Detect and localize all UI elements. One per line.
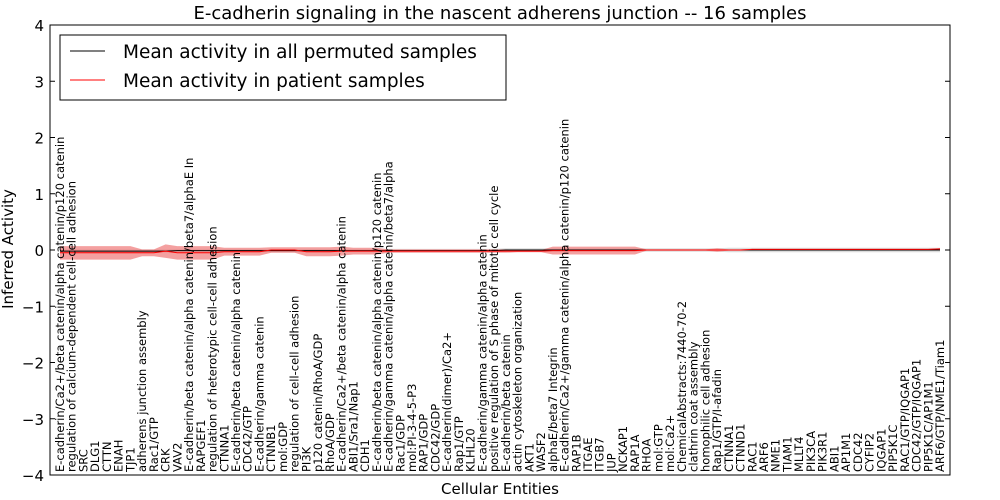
- x-tick-label: adherens junction assembly: [135, 310, 149, 472]
- series-lines: [60, 248, 941, 254]
- x-tick-labels: E-cadherin/Ca2+/beta catenin/alpha caten…: [53, 119, 947, 473]
- x-tick-label: CTTN: [100, 442, 114, 472]
- x-tick-label: E-cadherin/beta catenin/alpha catenin/p1…: [370, 173, 384, 473]
- y-axis-label: Inferred Activity: [0, 189, 17, 309]
- x-tick-label: Rac1/GTP: [147, 417, 161, 472]
- x-tick-label: Rac1/GDP: [393, 415, 407, 472]
- patient-line: [60, 248, 941, 254]
- x-tick-label: RAP1/GDP: [417, 414, 431, 472]
- x-tick-label: PI3K: [299, 446, 313, 472]
- x-tick-label: E-cadherin(dimer)/Ca2+: [440, 332, 454, 472]
- legend: Mean activity in all permuted samples Me…: [59, 34, 507, 101]
- y-tick-label: −3: [22, 411, 44, 429]
- x-tick-label: WASF2: [534, 432, 548, 472]
- x-tick-label: ABI1: [827, 446, 841, 472]
- x-tick-label: ARF6/GTP/NME1/Tiam1: [933, 340, 947, 472]
- x-tick-label: CRK: [159, 448, 173, 472]
- x-tick-label: CTNNA1: [722, 425, 736, 472]
- x-tick-label: regulation of cell-cell adhesion: [288, 296, 302, 472]
- x-tick-label: E-cadherin/beta catenin/alpha catenin/be…: [182, 158, 196, 472]
- x-tick-label: ChemicalAbstracts:7440-70-2: [675, 301, 689, 472]
- y-tick-label: 2: [34, 130, 44, 148]
- x-tick-label: E-cadherin/gamma catenin/alpha catenin/b…: [382, 161, 396, 472]
- plot-frame: [49, 24, 951, 476]
- x-tick-label: CDC42/GTP/IQGAP1: [910, 359, 924, 472]
- x-tick-label: VAV2: [170, 443, 184, 472]
- x-tick-label: Rap1/GTP/I-afadin: [710, 369, 724, 472]
- x-tick-label: MLLT4: [792, 437, 806, 473]
- x-tick-label: RAP1A: [628, 434, 642, 472]
- x-tick-label: alphaE/beta7 Integrin: [546, 347, 560, 472]
- x-tick-label: E-cadherin/gamma catenin/alpha catenin: [475, 234, 489, 472]
- permuted-line: [60, 249, 940, 252]
- x-tick-label: E-cadherin/Ca2+/gamma catenin/alpha cate…: [558, 119, 572, 472]
- x-tick-label: JUP: [605, 453, 619, 473]
- x-tick-label: CYFIP2: [863, 433, 877, 472]
- x-tick-label: E-cadherin/Ca2+/beta catenin/alpha caten…: [53, 137, 67, 472]
- y-tick-label: −1: [22, 298, 44, 316]
- x-axis-label: Cellular Entities: [441, 480, 559, 498]
- x-tick-label: clathrin coat assembly: [687, 341, 701, 472]
- x-tick-label: mol:GTP: [651, 424, 665, 472]
- legend-box: [59, 34, 507, 101]
- x-tick-label: actin cytoskeleton organization: [511, 292, 525, 472]
- x-tick-label: PIP5K1C/AP1M1: [921, 381, 935, 472]
- x-tick-label: E-cadherin/beta catenin/alpha catenin: [229, 252, 243, 472]
- x-tick-label: p120 catenin/RhoA/GDP: [311, 334, 325, 472]
- y-tick-label: 0: [34, 242, 44, 260]
- x-tick-label: AKT1: [522, 443, 536, 472]
- x-tick-label: RAC1/GTP/IQGAP1: [898, 368, 912, 472]
- x-tick-label: ITGAE: [581, 438, 595, 472]
- y-tick-label: 1: [34, 186, 44, 204]
- legend-label-patient: Mean activity in patient samples: [123, 71, 425, 92]
- x-tick-label: ABI1/Sra1/Nap1: [346, 381, 360, 472]
- x-tick-label: TIAM1: [781, 436, 795, 473]
- x-tick-label: positive regulation of S phase of mitoti…: [487, 186, 501, 472]
- x-tick-label: TJP1: [123, 447, 137, 473]
- patient-band: [60, 244, 940, 260]
- x-tick-label: CDC42: [851, 432, 865, 472]
- x-tick-label: CDH1: [358, 439, 372, 472]
- x-tick-label: RhoA/GDP: [323, 413, 337, 472]
- x-tick-label: CDC42/GTP: [241, 406, 255, 472]
- x-tick-label: ARF6: [757, 442, 771, 472]
- x-tick-label: E-cadherin/gamma catenin: [253, 316, 267, 472]
- x-tick-label: E-cadherin/Ca2+/beta catenin/alpha caten…: [335, 216, 349, 472]
- x-tick-label: mol:Ca2+: [663, 415, 677, 472]
- x-tick-label: AP1M1: [839, 433, 853, 472]
- x-tick-label: KLHL20: [464, 428, 478, 472]
- x-tick-label: RHOA: [640, 439, 654, 472]
- x-tick-label: PIP5K1C: [886, 425, 900, 472]
- x-tick-label: homophilic cell adhesion: [698, 330, 712, 472]
- x-tick-label: ITGB7: [593, 437, 607, 472]
- x-tick-label: CTNND1: [734, 424, 748, 472]
- x-tick-label: mol:GDP: [276, 422, 290, 472]
- x-tick-label: RAPGEF1: [194, 420, 208, 472]
- x-tick-label: mol:PI-3-4-5-P3: [405, 384, 419, 472]
- x-tick-label: DLG1: [88, 441, 102, 473]
- x-tick-label: CTNNA1: [217, 425, 231, 472]
- x-tick-label: NCKAP1: [616, 426, 630, 472]
- y-tick-label: 3: [34, 73, 44, 91]
- x-tick-label: regulation of heterotypic cell-cell adhe…: [206, 226, 220, 472]
- x-tick-label: PIK3CA: [804, 431, 818, 472]
- x-tick-label: RAC1: [745, 441, 759, 472]
- legend-label-permuted: Mean activity in all permuted samples: [123, 42, 477, 63]
- x-tick-label: regulation of calcium-dependent cell-cel…: [65, 181, 79, 472]
- x-tick-label: PIK3R1: [816, 432, 830, 473]
- x-tick-label: RAP1B: [569, 434, 583, 472]
- x-tick-label: ENAH: [112, 440, 126, 472]
- y-tick-label: −4: [22, 467, 44, 485]
- x-tick-label: SRC: [77, 449, 91, 472]
- x-tick-label: CDC42/GDP: [429, 404, 443, 472]
- y-tick-label: −2: [22, 355, 44, 373]
- x-tick-label: NME1: [769, 439, 783, 472]
- x-tick-label: IQGAP1: [874, 429, 888, 472]
- x-tick-label: E-cadherin/beta catenin: [499, 334, 513, 472]
- chart-title: E-cadherin signaling in the nascent adhe…: [193, 3, 806, 24]
- x-tick-label: Rap1/GTP: [452, 416, 466, 472]
- y-tick-label: 4: [34, 17, 44, 35]
- x-tick-label: CTNNB1: [264, 425, 278, 472]
